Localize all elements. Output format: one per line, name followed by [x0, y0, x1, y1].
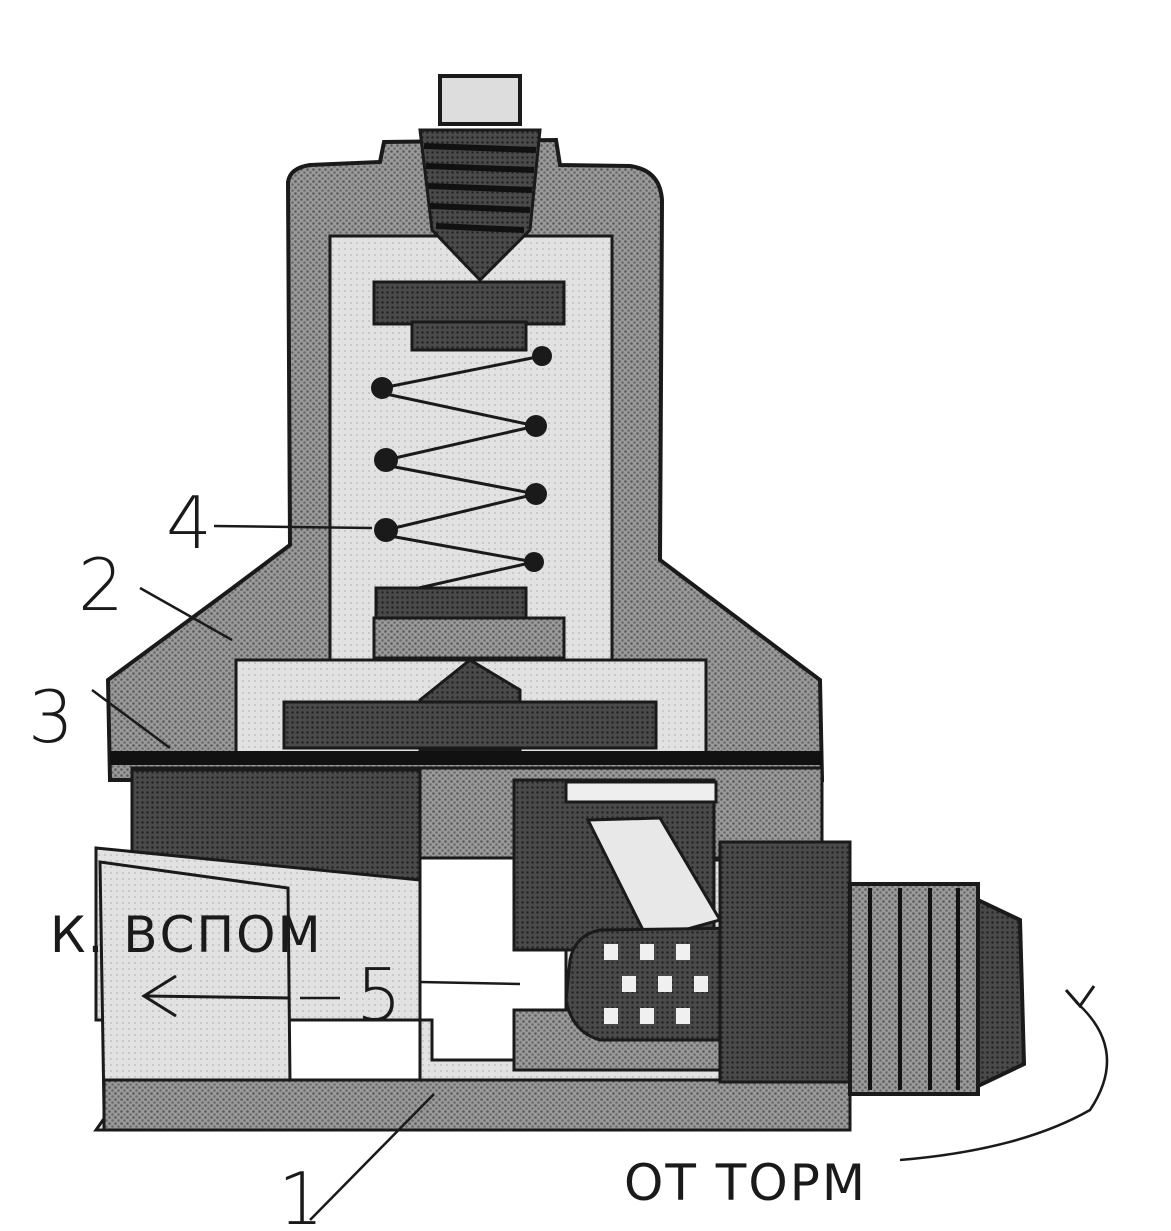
part-label-5: 5 [356, 953, 402, 1037]
part-label-2: 2 [78, 543, 124, 627]
part-label-3: 3 [28, 675, 74, 759]
diaphragm-piston [282, 658, 658, 752]
spring-coil-sections [371, 346, 552, 572]
leader-lines [91, 524, 1109, 1221]
adjusting-screw [418, 74, 542, 283]
lower-body [93, 766, 852, 1132]
flow-arrow-icon [141, 974, 291, 1018]
inlet-arrow-icon [1064, 985, 1096, 1009]
inlet-label: ОТ ТОРМ [624, 1154, 867, 1212]
upper-spring-plate [372, 280, 566, 352]
outlet-label: К. ВСПОМ [50, 906, 323, 964]
inlet-fitting [848, 882, 1027, 1096]
part-label-1: 1 [278, 1157, 324, 1231]
lower-spring-plate [372, 586, 566, 660]
part-label-4: 4 [166, 481, 212, 565]
